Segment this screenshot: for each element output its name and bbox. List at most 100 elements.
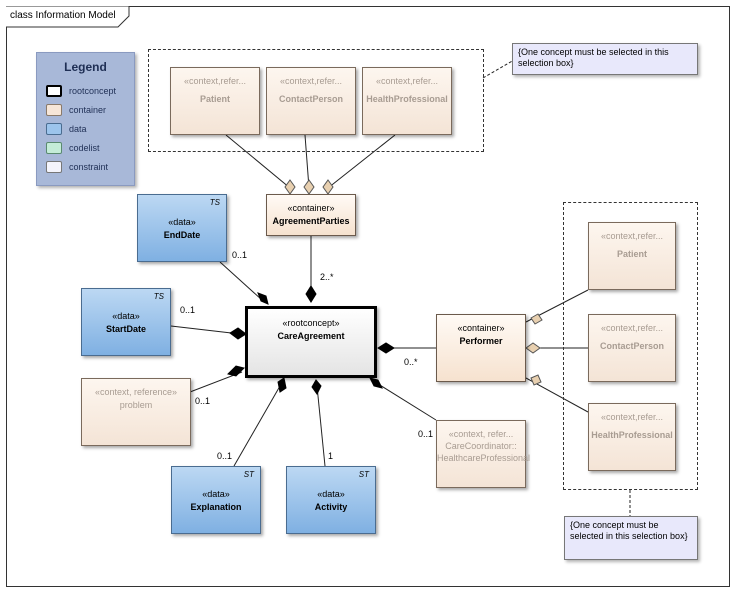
connector-explanation-root — [233, 385, 281, 467]
frame-tab — [6, 6, 130, 28]
class-name: ContactPerson — [278, 94, 343, 104]
selection-box-right — [563, 202, 698, 490]
box-careagreement[interactable]: «rootconcept» CareAgreement — [245, 306, 377, 378]
legend-label-codelist: codelist — [69, 143, 100, 153]
box-contactperson-top[interactable]: «context,refer... ContactPerson — [266, 67, 356, 135]
stereotype: «context, reference» — [94, 387, 178, 397]
box-startdate[interactable]: TS «data» StartDate — [81, 288, 171, 356]
note-top: {One concept must be selected in this se… — [512, 43, 698, 75]
class-name: StartDate — [105, 324, 146, 334]
comp-diamond-parties — [305, 285, 317, 303]
agg-diamond-parties-1 — [284, 179, 296, 195]
legend-label-rootconcept: rootconcept — [69, 86, 117, 96]
connector-contact-parties — [304, 134, 310, 189]
box-patient-right[interactable]: «context,refer... Patient — [588, 222, 676, 290]
box-healthprofessional-top[interactable]: «context,refer... HealthProfessional — [362, 67, 452, 135]
box-patient-top[interactable]: «context,refer... Patient — [170, 67, 260, 135]
agg-diamond-performer-1 — [530, 313, 543, 325]
comp-diamond-explanation — [277, 377, 287, 393]
class-name: Explanation — [190, 502, 242, 512]
legend-swatch-rootconcept — [46, 85, 62, 97]
comp-diamond-activity — [311, 379, 322, 395]
multiplicity-explanation: 0..1 — [217, 451, 233, 461]
comp-diamond-performer — [377, 342, 395, 354]
comp-diamond-enddate — [257, 292, 269, 305]
class-name: Performer — [459, 336, 503, 346]
box-explanation[interactable]: ST «data» Explanation — [171, 466, 261, 534]
legend-label-data: data — [69, 124, 87, 134]
stereotype: «data» — [317, 489, 345, 499]
agg-diamond-performer-3 — [530, 374, 542, 386]
stereotype: «context,refer... — [183, 76, 247, 86]
class-name: Patient — [199, 94, 230, 104]
stereotype: «data» — [112, 311, 140, 321]
stereotype: «rootconcept» — [282, 318, 340, 328]
comp-diamond-coordinator — [369, 377, 383, 389]
legend-title: Legend — [64, 60, 107, 74]
box-healthprofessional-right[interactable]: «context,refer... HealthProfessional — [588, 403, 676, 471]
multiplicity-enddate: 0..1 — [232, 250, 248, 260]
stereotype: «context, refer... — [448, 429, 514, 439]
stereotype: «context,refer... — [375, 76, 439, 86]
box-problem[interactable]: «context, reference» problem — [81, 378, 191, 446]
connector-enddate-root — [219, 261, 263, 301]
comp-diamond-problem — [227, 365, 245, 377]
class-name: HealthProfessional — [366, 94, 448, 104]
box-contactperson-right[interactable]: «context,refer... ContactPerson — [588, 314, 676, 382]
type-tag: TS — [153, 292, 164, 301]
box-enddate[interactable]: TS «data» EndDate — [137, 194, 227, 262]
selection-box-top — [148, 49, 484, 152]
legend-swatch-constraint — [46, 161, 62, 173]
multiplicity-activity: 1 — [328, 451, 334, 461]
box-activity[interactable]: ST «data» Activity — [286, 466, 376, 534]
comp-diamond-startdate — [229, 327, 247, 340]
box-carecoordinator[interactable]: «context, refer... CareCoordinator:: Hea… — [436, 420, 531, 488]
legend-swatch-codelist — [46, 142, 62, 154]
multiplicity-startdate: 0..1 — [180, 305, 196, 315]
class-name: Activity — [314, 502, 348, 512]
connector-startdate-root — [170, 325, 241, 335]
stereotype: «context,refer... — [600, 412, 664, 422]
diagram-title: class Information Model — [10, 10, 116, 21]
note-bottom: {One concept must be selected in this se… — [564, 516, 698, 560]
legend-label-container: container — [69, 105, 107, 115]
class-name: EndDate — [163, 230, 201, 240]
class-name-line2: HealthcareProfessional — [437, 453, 531, 463]
stereotype: «context,refer... — [600, 323, 664, 333]
class-name: ContactPerson — [599, 341, 664, 351]
multiplicity-agreementparties: 2..* — [320, 272, 334, 282]
type-tag: ST — [358, 470, 369, 479]
multiplicity-carecoordinator: 0..1 — [418, 429, 434, 439]
multiplicity-performer: 0..* — [404, 357, 418, 367]
legend: Legend rootconcept container data codeli… — [36, 52, 135, 186]
class-name: Patient — [616, 249, 647, 259]
legend-swatch-container — [46, 104, 62, 116]
box-performer[interactable]: «container» Performer — [436, 314, 526, 382]
connector-activity-root — [316, 385, 326, 467]
class-name-line1: CareCoordinator:: — [445, 441, 517, 451]
class-name: AgreementParties — [272, 216, 350, 226]
stereotype: «context,refer... — [279, 76, 343, 86]
stereotype: «container» — [287, 203, 335, 213]
multiplicity-problem: 0..1 — [195, 396, 211, 406]
agg-diamond-parties-2 — [303, 179, 315, 195]
class-name: problem — [119, 400, 153, 410]
legend-swatch-data — [46, 123, 62, 135]
connector-note-top — [482, 59, 515, 79]
legend-label-constraint: constraint — [69, 162, 109, 172]
box-agreementparties[interactable]: «container» AgreementParties — [266, 194, 356, 236]
connector-health-parties — [327, 134, 396, 189]
class-name: HealthProfessional — [591, 430, 673, 440]
stereotype: «data» — [168, 217, 196, 227]
stereotype: «context,refer... — [600, 231, 664, 241]
stereotype: «data» — [202, 489, 230, 499]
stereotype: «container» — [457, 323, 505, 333]
type-tag: TS — [209, 198, 220, 207]
class-name: CareAgreement — [277, 331, 345, 341]
connector-patient-parties — [225, 134, 291, 189]
connector-coordinator-root — [374, 381, 437, 421]
agg-diamond-performer-2 — [525, 342, 541, 354]
agg-diamond-parties-3 — [322, 179, 334, 195]
type-tag: ST — [243, 470, 254, 479]
